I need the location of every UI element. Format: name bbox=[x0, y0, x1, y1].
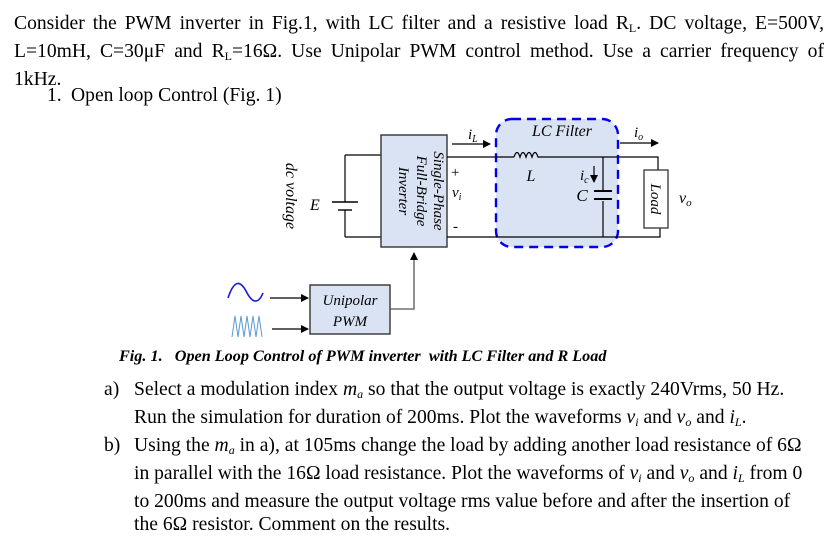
pwm-block bbox=[309, 284, 391, 335]
e-label: E bbox=[309, 197, 320, 214]
gate-signal-wire bbox=[390, 252, 418, 310]
svg-text:Single-Phase: Single-Phase bbox=[430, 151, 446, 230]
pwm-label-line1: Unipolar bbox=[322, 293, 377, 309]
vi-label: vi bbox=[452, 185, 462, 203]
question-list: a) Select a modulation index ma so that … bbox=[104, 378, 820, 536]
ic-label: ic bbox=[580, 168, 589, 186]
io-label: io bbox=[634, 125, 643, 143]
dc-voltage-label: dc voltage bbox=[282, 163, 299, 229]
intro-line-1: Consider the PWM inverter in Fig.1, with… bbox=[14, 13, 824, 35]
svg-text:Inverter: Inverter bbox=[395, 166, 411, 215]
inductor-label: L bbox=[526, 168, 536, 185]
capacitor-label: C bbox=[576, 186, 588, 205]
inverter-block bbox=[380, 134, 448, 248]
question-label: b) bbox=[104, 435, 121, 456]
intro-line-3: 1kHz. bbox=[14, 69, 62, 90]
question-b: b) Using the ma in a), at 105ms change t… bbox=[104, 435, 803, 535]
inductor-icon bbox=[513, 151, 540, 160]
question-a: a) Select a modulation index ma so that … bbox=[104, 379, 785, 429]
pwm-label-line2: PWM bbox=[332, 314, 369, 330]
capacitor-icon bbox=[594, 190, 612, 200]
problem-statement: Consider the PWM inverter in Fig.1, with… bbox=[14, 12, 824, 91]
figure-caption: Fig. 1. Open Loop Control of PWM inverte… bbox=[119, 347, 607, 365]
vo-label: vo bbox=[679, 190, 692, 209]
carrier-signal-icon bbox=[231, 315, 263, 338]
lc-filter-label: LC Filter bbox=[531, 123, 593, 140]
load-label: Load bbox=[647, 183, 663, 215]
output-wires-over bbox=[496, 156, 618, 238]
intro-line-2: L=10mH, C=30μF and RL=16Ω. Use Unipolar … bbox=[14, 41, 824, 63]
il-label: iL bbox=[468, 127, 478, 145]
dc-source bbox=[332, 154, 381, 238]
lc-filter-region bbox=[494, 117, 620, 249]
plus-sign: + bbox=[451, 165, 459, 181]
circuit-diagram: dc voltage E Single-Phase Full-Bridge In… bbox=[227, 117, 692, 338]
minus-sign: - bbox=[453, 219, 458, 235]
question-label: a) bbox=[104, 379, 120, 400]
item-number: 1. bbox=[47, 85, 62, 106]
inverter-label: Single-Phase Full-Bridge Inverter bbox=[395, 151, 446, 230]
svg-text:Full-Bridge: Full-Bridge bbox=[413, 155, 429, 227]
sine-reference-icon bbox=[227, 282, 264, 302]
item-text: Open loop Control (Fig. 1) bbox=[71, 85, 282, 106]
load-block bbox=[643, 169, 669, 229]
list-item-open-loop: 1. Open loop Control (Fig. 1) bbox=[47, 84, 282, 107]
